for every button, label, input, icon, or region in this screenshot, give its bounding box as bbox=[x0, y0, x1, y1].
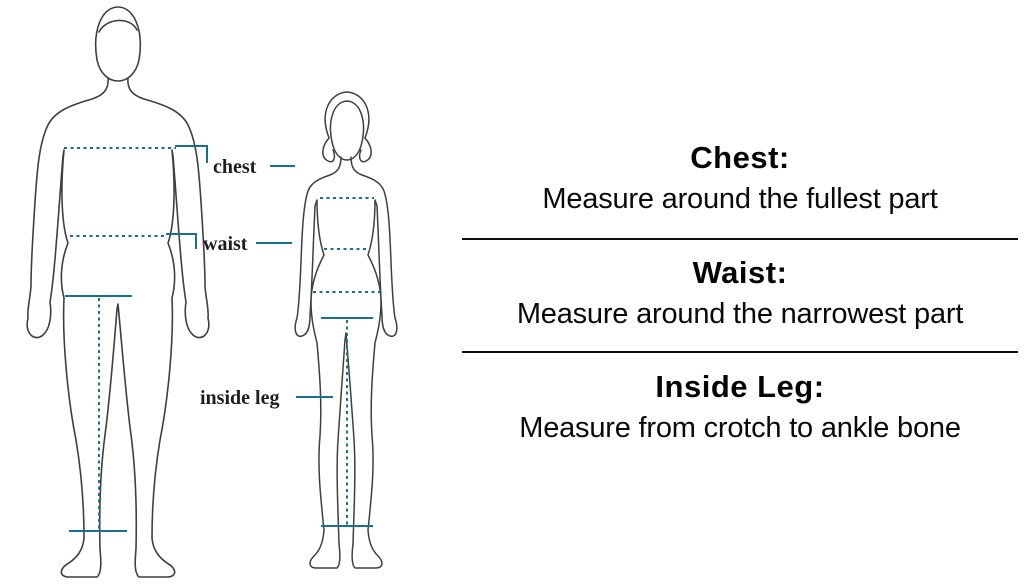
female-figure-icon bbox=[294, 91, 398, 569]
male-head bbox=[94, 6, 142, 82]
divider bbox=[462, 238, 1018, 240]
instruction-chest-heading: Chest: bbox=[690, 140, 790, 175]
female-hair bbox=[324, 91, 370, 139]
male-body bbox=[26, 77, 210, 578]
male-figure-icon bbox=[26, 6, 210, 578]
waist-label: waist bbox=[203, 233, 248, 255]
male-chest-bracket bbox=[175, 145, 208, 163]
female-hair-right bbox=[358, 137, 372, 163]
instruction-inside-leg: Inside Leg: Measure from crotch to ankle… bbox=[462, 353, 1018, 445]
instruction-waist-body: Measure around the narrowest part bbox=[516, 298, 964, 330]
measurement-diagram: chest waist inside leg bbox=[0, 0, 460, 586]
measurement-diagram-svg: chest waist inside leg bbox=[26, 6, 398, 578]
measurement-dotted-lines bbox=[64, 147, 380, 531]
instruction-waist-heading: Waist: bbox=[692, 255, 788, 290]
instruction-inside-leg-heading: Inside Leg: bbox=[655, 369, 825, 404]
measurement-solid-lines bbox=[65, 145, 373, 532]
measurement-labels: chest waist inside leg bbox=[200, 156, 279, 409]
chest-label: chest bbox=[213, 156, 257, 178]
male-hair bbox=[98, 19, 138, 33]
instruction-inside-leg-body: Measure from crotch to ankle bone bbox=[519, 412, 961, 444]
male-waist-bracket bbox=[166, 233, 197, 249]
instruction-chest-body: Measure around the fullest part bbox=[542, 183, 938, 215]
instruction-chest: Chest: Measure around the fullest part bbox=[462, 0, 1018, 238]
female-body bbox=[294, 156, 398, 569]
female-face bbox=[329, 100, 365, 161]
female-hair-left bbox=[322, 137, 336, 163]
instructions-panel: Chest: Measure around the fullest part W… bbox=[460, 0, 1024, 586]
instruction-waist: Waist: Measure around the narrowest part bbox=[462, 240, 1018, 351]
inside-leg-label: inside leg bbox=[200, 387, 279, 409]
divider bbox=[462, 351, 1018, 353]
